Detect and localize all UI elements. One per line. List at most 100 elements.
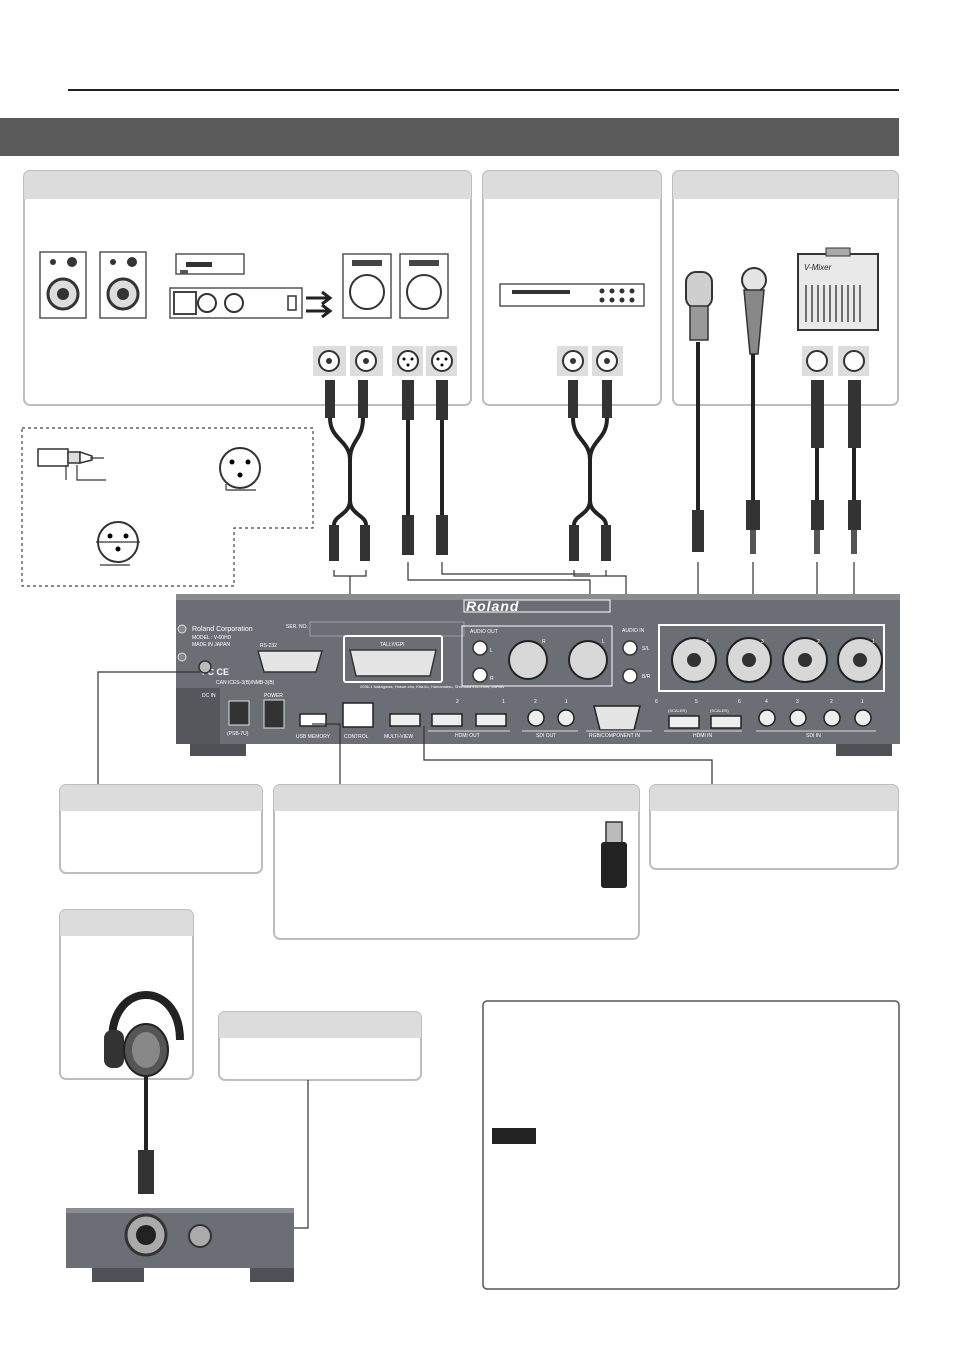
sdi-in-num-1: 1 bbox=[861, 699, 864, 705]
control-port[interactable] bbox=[342, 702, 374, 728]
sdi-in-1-port[interactable] bbox=[854, 709, 872, 727]
recorder-icon bbox=[175, 253, 245, 275]
xlr-socket-icon bbox=[392, 346, 423, 376]
xlr-cable-output bbox=[402, 380, 448, 555]
connector-legend-box bbox=[21, 427, 314, 587]
phone-socket-icon bbox=[838, 346, 869, 376]
tally-label: TALLY/GPI bbox=[380, 642, 405, 648]
arrow-icon bbox=[306, 303, 333, 319]
xlr-l-label: L bbox=[602, 639, 605, 645]
combo-inputs bbox=[671, 637, 883, 683]
rs232-label: RS-232 bbox=[260, 643, 277, 649]
hdmi-in-5-port[interactable] bbox=[668, 715, 700, 729]
scaler-label: (SCALER) bbox=[668, 708, 687, 713]
sdi-in-num-4: 4 bbox=[765, 699, 768, 705]
rca-cable-input bbox=[568, 380, 612, 561]
note-box bbox=[482, 1000, 900, 1290]
model-label: MODEL : V-60HD bbox=[192, 635, 232, 641]
combo-num-3: 3 bbox=[761, 639, 764, 645]
mic-cables bbox=[692, 342, 861, 554]
hdmi-in-num-5: 5 bbox=[695, 699, 698, 705]
disc-player-icon bbox=[499, 283, 645, 307]
corp-label: Roland Corporation bbox=[192, 626, 253, 633]
sdi-in-2-port[interactable] bbox=[823, 709, 841, 727]
audio-in-br-label: B/R bbox=[642, 674, 651, 680]
rgb-num: 6 bbox=[655, 699, 658, 705]
multi-view-port[interactable] bbox=[389, 713, 421, 727]
monitor-speaker-icon bbox=[39, 251, 87, 319]
rs232-port[interactable] bbox=[257, 650, 323, 673]
scaler-label: (SCALER) bbox=[710, 708, 729, 713]
top-rule bbox=[68, 89, 899, 91]
front-panel bbox=[66, 1208, 294, 1282]
rca-in-l-jack[interactable] bbox=[622, 640, 638, 656]
hdmi-in-label: HDMI IN bbox=[693, 733, 713, 739]
fc-ce-mark: FC CE bbox=[202, 667, 229, 677]
xlr-out-r-jack[interactable] bbox=[508, 640, 548, 680]
combo-input-highlight bbox=[658, 624, 885, 692]
sdi-in-3-port[interactable] bbox=[789, 709, 807, 727]
phones-level-knob[interactable] bbox=[188, 1224, 212, 1248]
usb-leader-line bbox=[312, 723, 341, 785]
usb-memory-port[interactable] bbox=[299, 713, 327, 727]
section-header-bar bbox=[0, 118, 899, 156]
hdmi-out-2-port[interactable] bbox=[431, 713, 463, 727]
screw-icon bbox=[177, 624, 187, 634]
dc-in-port[interactable] bbox=[228, 700, 250, 726]
power-switch[interactable] bbox=[263, 699, 285, 729]
audio-out-frame bbox=[461, 625, 613, 687]
hdmi-in-6-port[interactable] bbox=[710, 715, 742, 729]
xlr-out-l-jack[interactable] bbox=[568, 640, 608, 680]
hdmi-out-label: HDMI OUT bbox=[455, 733, 480, 739]
tally-gpi-port[interactable] bbox=[349, 649, 437, 677]
arrow-icon bbox=[306, 290, 333, 306]
sdi-in-label: SDI IN bbox=[806, 733, 821, 739]
sdi-in-4-port[interactable] bbox=[758, 709, 776, 727]
combo-num-1: 1 bbox=[872, 639, 875, 645]
mixer-icon: V-Mixer bbox=[797, 247, 879, 331]
audio-in-label: AUDIO IN bbox=[622, 628, 645, 634]
panel-phones-level bbox=[218, 1011, 422, 1081]
rca-cable-output bbox=[325, 380, 370, 561]
rca-in-r-jack[interactable] bbox=[622, 668, 638, 684]
headphones-icon bbox=[104, 991, 184, 1077]
audio-out-label: AUDIO OUT bbox=[470, 629, 498, 635]
phones-jack-hole bbox=[136, 1225, 156, 1245]
hdmi-out-num-1: 1 bbox=[502, 699, 505, 705]
xlr-r-label: R bbox=[542, 639, 546, 645]
rca-socket-icon bbox=[592, 346, 623, 376]
monitor-speaker-icon bbox=[99, 251, 147, 319]
combo-num-4: 4 bbox=[706, 639, 709, 645]
hdmi-in-num-6: 6 bbox=[738, 699, 741, 705]
rca-out-l-jack[interactable] bbox=[472, 640, 488, 656]
pa-speaker-icon bbox=[399, 253, 449, 319]
sdi-out-2-port[interactable] bbox=[527, 709, 545, 727]
hdmi-out-num-2: 2 bbox=[456, 699, 459, 705]
rgb-component-port[interactable] bbox=[593, 705, 641, 731]
sdi-out-1-port[interactable] bbox=[557, 709, 575, 727]
combo-num-2: 2 bbox=[817, 639, 820, 645]
sdi-out-num-1: 1 bbox=[565, 699, 568, 705]
audio-in-sl-label: S/L bbox=[642, 646, 650, 652]
origin-label: MADE IN JAPAN bbox=[192, 642, 230, 648]
control-leader-line bbox=[423, 726, 713, 785]
mixer-logo: V-Mixer bbox=[804, 263, 832, 272]
ground-terminal-icon[interactable] bbox=[198, 660, 212, 674]
sdi-out-num-2: 2 bbox=[534, 699, 537, 705]
headphone-plug bbox=[138, 1150, 154, 1194]
condenser-mic-icon bbox=[685, 271, 713, 341]
multi-view-label: MULTI-VIEW bbox=[384, 734, 413, 740]
panel-control bbox=[649, 784, 899, 870]
address-label: 2036-1 Nakagawa, Hosoe-cho, Kita-ku, Ham… bbox=[360, 684, 504, 689]
rca-out-r-jack[interactable] bbox=[472, 667, 488, 683]
hdmi-out-1-port[interactable] bbox=[475, 713, 507, 727]
cert-label: CAN ICES-3(B)/NMB-3(B) bbox=[216, 680, 275, 686]
roland-logo: Roland bbox=[466, 598, 519, 614]
phone-socket-icon bbox=[802, 346, 833, 376]
amplifier-icon bbox=[169, 287, 303, 319]
ser-no-label: SER. NO. bbox=[286, 624, 308, 630]
rca-socket-icon bbox=[350, 346, 383, 376]
tally-highlight bbox=[343, 635, 443, 683]
control-label: CONTROL bbox=[344, 734, 369, 740]
